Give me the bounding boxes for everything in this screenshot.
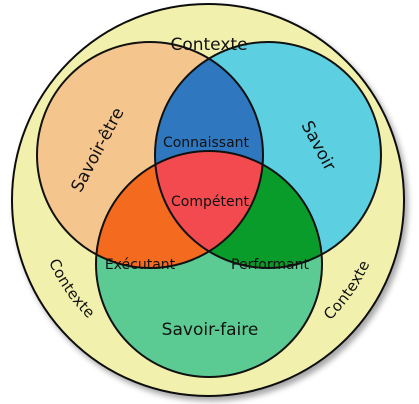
savoir-faire-outline [95, 150, 323, 378]
executant-label: Exécutant [105, 257, 176, 273]
performant-label: Performant [231, 257, 309, 273]
savoir-outline [154, 41, 382, 269]
savoir-etre-outline [36, 41, 264, 269]
context-top-label: Contexte [170, 35, 247, 55]
competent-label: Compétent [171, 194, 249, 210]
connaissant-label: Connaissant [163, 135, 250, 151]
savoir-faire-label: Savoir-faire [162, 320, 259, 340]
